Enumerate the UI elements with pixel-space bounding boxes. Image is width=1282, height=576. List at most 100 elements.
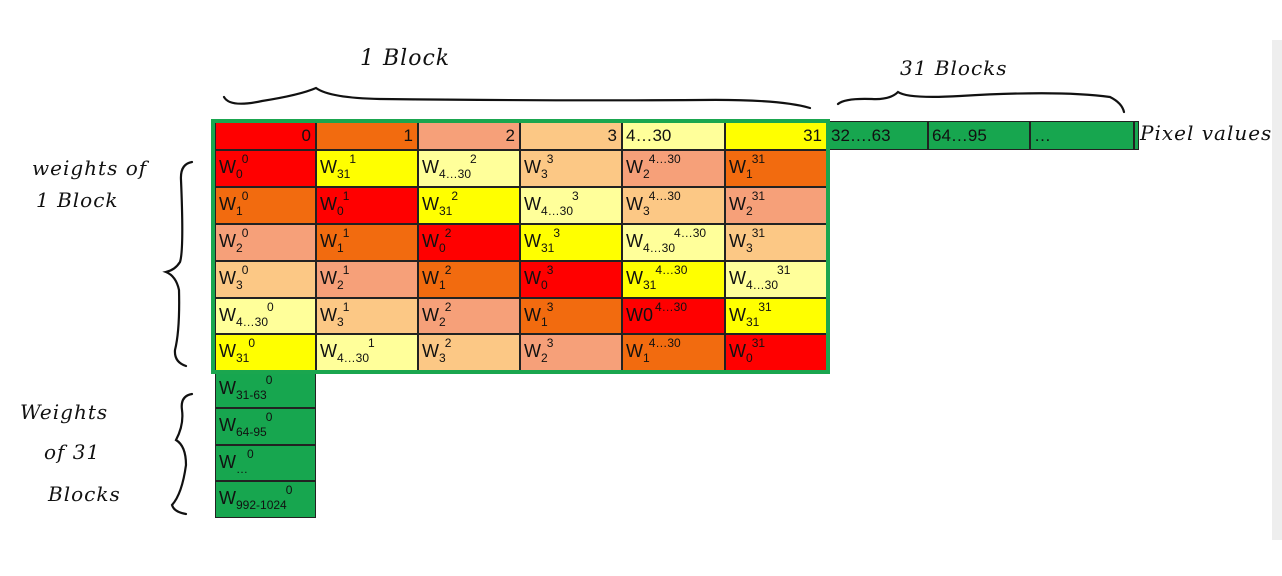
weight-symbol: W [524, 268, 541, 288]
weight-label: W1 [729, 158, 753, 183]
weight-symbol: W [729, 157, 746, 177]
weight-subscript: 31 [337, 167, 351, 181]
weight-superscript: 2 [451, 189, 459, 203]
weight-subscript: 31 [746, 315, 760, 329]
pixel-header-extra-cell [1134, 121, 1139, 150]
weight-subscript: 2 [439, 315, 446, 329]
weight-symbol: W [729, 305, 746, 325]
weight-subscript: 0 [236, 167, 243, 181]
weight-label: W2 [219, 232, 243, 257]
weight-subscript: 31 [643, 278, 657, 292]
weight-symbol: W [626, 341, 643, 361]
brace-weights-one-block [162, 160, 194, 368]
weight-subscript: 64-95 [236, 425, 267, 439]
weight-subscript: 0 [541, 278, 548, 292]
pixel-header-cell: 1 [316, 121, 418, 150]
pixel-header-cell: 3 [520, 121, 622, 150]
weight-subscript: 0 [337, 204, 344, 218]
weight-symbol: W [422, 231, 439, 251]
weight-superscript: 1 [342, 263, 350, 277]
brace-weights-thirtyone-blocks [170, 392, 194, 516]
weight-symbol: W [729, 341, 746, 361]
weight-prefix: W0 [626, 305, 653, 325]
weight-superscript: 0 [267, 300, 274, 314]
weight-label: W31 [729, 306, 759, 331]
weight-subscript: 3 [337, 315, 344, 329]
weight-label: W31 [219, 342, 249, 367]
weight-subscript: 2 [236, 241, 243, 255]
weight-symbol: W [320, 231, 337, 251]
weight-superscript: 0 [248, 336, 256, 350]
weight-subscript: 0 [746, 351, 753, 365]
label-thirtyone-blocks: 31 Blocks [900, 56, 1008, 80]
label-blocks: Blocks [48, 482, 121, 506]
weight-superscript: 3 [553, 226, 561, 240]
weight-subscript: 4…30 [746, 278, 779, 292]
weight-label: W2 [524, 342, 548, 367]
weight-subscript: 1 [337, 241, 344, 255]
weight-subscript: 3 [439, 351, 446, 365]
weight-superscript: 3 [546, 152, 554, 166]
weight-symbol: W [524, 157, 541, 177]
weight-label: W0 [320, 195, 344, 220]
weight-subscript: 1 [643, 351, 650, 365]
weight-symbol: W [524, 231, 541, 251]
weight-superscript: 2 [444, 336, 452, 350]
weight-superscript: 0 [241, 263, 249, 277]
weight-symbol: W [524, 341, 541, 361]
weight-subscript: 4…30 [236, 315, 269, 329]
weight-subscript: 3 [236, 278, 243, 292]
weight-symbol: W [729, 268, 746, 288]
label-pixel-values: Pixel values [1140, 121, 1273, 145]
weight-superscript: 1 [349, 152, 357, 166]
weight-subscript: 3 [541, 167, 548, 181]
weight-label: W2 [422, 306, 446, 331]
weight-superscript: 1 [342, 189, 350, 203]
weight-subscript: 4…30 [337, 351, 370, 365]
weight-symbol: W [219, 488, 236, 508]
weight-symbol: W [626, 268, 643, 288]
weight-superscript: 4…30 [674, 226, 707, 240]
weight-symbol: W [219, 231, 236, 251]
weight-label: W3 [320, 306, 344, 331]
weight-symbol: W [626, 157, 643, 177]
weight-label: W0 [219, 158, 243, 183]
weight-superscript: 31 [751, 336, 766, 350]
weight-symbol: W [219, 452, 236, 472]
weight-subscript: 2 [337, 278, 344, 292]
weight-subscript: 2 [541, 351, 548, 365]
weight-superscript: 0 [285, 483, 293, 497]
weight-subscript: 31 [439, 204, 453, 218]
weight-subscript: … [236, 462, 248, 476]
pixel-header-cell: 2 [418, 121, 520, 150]
weight-subscript: 3 [643, 204, 650, 218]
weight-label: W1 [524, 306, 548, 331]
weight-superscript: 2 [470, 152, 477, 166]
weight-symbol: W [422, 268, 439, 288]
right-edge-strip [1272, 40, 1282, 540]
weight-symbol: W [219, 378, 236, 398]
weight-subscript: 2 [643, 167, 650, 181]
label-one-block-left: 1 Block [36, 188, 119, 212]
weight-label: W1 [626, 342, 650, 367]
label-weights-of: weights of [32, 156, 148, 180]
pixel-header-cell: 4…30 [622, 121, 725, 150]
weight-superscript: 3 [546, 263, 554, 277]
weight-symbol: W [626, 231, 643, 251]
